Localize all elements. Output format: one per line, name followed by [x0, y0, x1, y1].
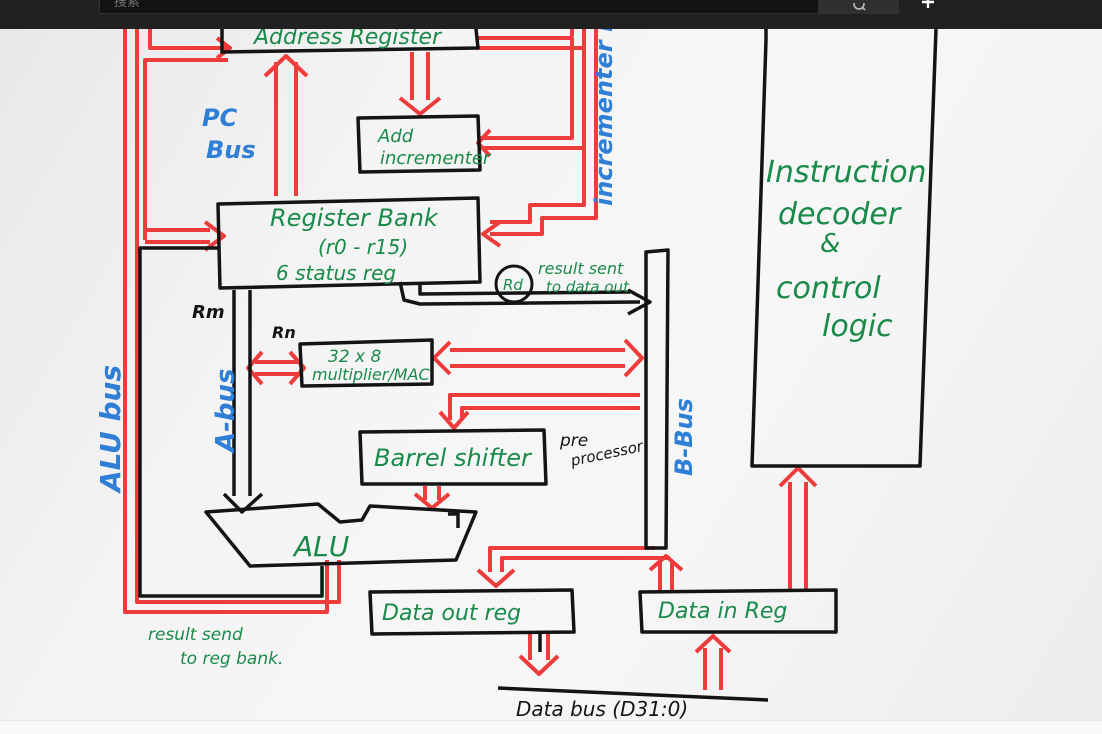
- multiplier-label-1: 32 x 8: [328, 347, 382, 367]
- rd-circle: [494, 264, 534, 304]
- alu-label: ALU: [292, 530, 349, 563]
- instruction-label-1: Instruction: [766, 155, 927, 190]
- register-range-label: (r0 - r15): [318, 235, 408, 259]
- result-sent-label-2: to data out: [546, 278, 630, 296]
- search-icon: [852, 3, 866, 11]
- rm-label: Rm: [192, 302, 225, 323]
- top-bar: [0, 0, 1102, 29]
- address-register-box: [220, 29, 480, 54]
- result-sent-label-1: result sent: [538, 259, 624, 278]
- plus-icon: [922, 0, 934, 8]
- data-bus-label: Data bus (D31:0): [516, 697, 688, 720]
- data-out-reg-box: [368, 588, 576, 636]
- data-in-reg-label: Data in Reg: [658, 599, 787, 624]
- instruction-decoder-box: [750, 29, 938, 468]
- result-send-label-1: result send: [148, 625, 243, 645]
- black-boxes: [138, 29, 938, 702]
- rd-label: Rd: [503, 276, 523, 294]
- rn-label: Rn: [272, 323, 296, 342]
- incrementer-label-1: Add: [377, 126, 414, 147]
- whiteboard-video-frame: Address Register Add incrementer Registe…: [0, 29, 1102, 720]
- barrel-shifter-label: Barrel shifter: [374, 444, 533, 472]
- bus-label: Bus: [206, 136, 256, 164]
- register-bank-box: [216, 196, 482, 290]
- address-register-label: Address Register: [252, 29, 443, 50]
- create-button[interactable]: [917, 0, 939, 10]
- result-send-label-2: to reg bank.: [180, 649, 283, 669]
- register-bank-label: Register Bank: [270, 204, 439, 232]
- incrementer-label-2: incrementer: [380, 148, 492, 169]
- multiplier-label-2: multiplier/MAC: [312, 365, 431, 384]
- data-out-reg-label: Data out reg: [382, 601, 521, 626]
- incrementer-box: [356, 114, 482, 174]
- bottom-strip: [0, 720, 1102, 734]
- search-input[interactable]: [100, 0, 794, 14]
- instruction-label-3: &: [820, 229, 840, 259]
- b-bus-label: B-Bus: [670, 398, 698, 476]
- alu-box: [204, 502, 478, 568]
- pc-label: PC: [202, 104, 238, 132]
- multiplier-box: [298, 338, 434, 388]
- red-arrowheads: [203, 36, 818, 676]
- instruction-label-4: control: [776, 271, 881, 306]
- pre-label: pre: [559, 431, 588, 451]
- arm-architecture-diagram: Address Register Add incrementer Registe…: [94, 29, 938, 720]
- a-bus-label: A-bus: [211, 368, 241, 454]
- search-button[interactable]: [818, 0, 899, 14]
- incrementer-bus-label: incrementer bus: [590, 29, 618, 206]
- instruction-label-2: decoder: [778, 197, 902, 232]
- status-reg-label: 6 status reg: [276, 261, 396, 285]
- alu-bus-label: ALU bus: [94, 365, 127, 494]
- data-in-reg-box: [638, 588, 838, 634]
- instruction-label-5: logic: [822, 309, 893, 344]
- barrel-shifter-box: [358, 428, 548, 486]
- search-box[interactable]: [99, 0, 819, 14]
